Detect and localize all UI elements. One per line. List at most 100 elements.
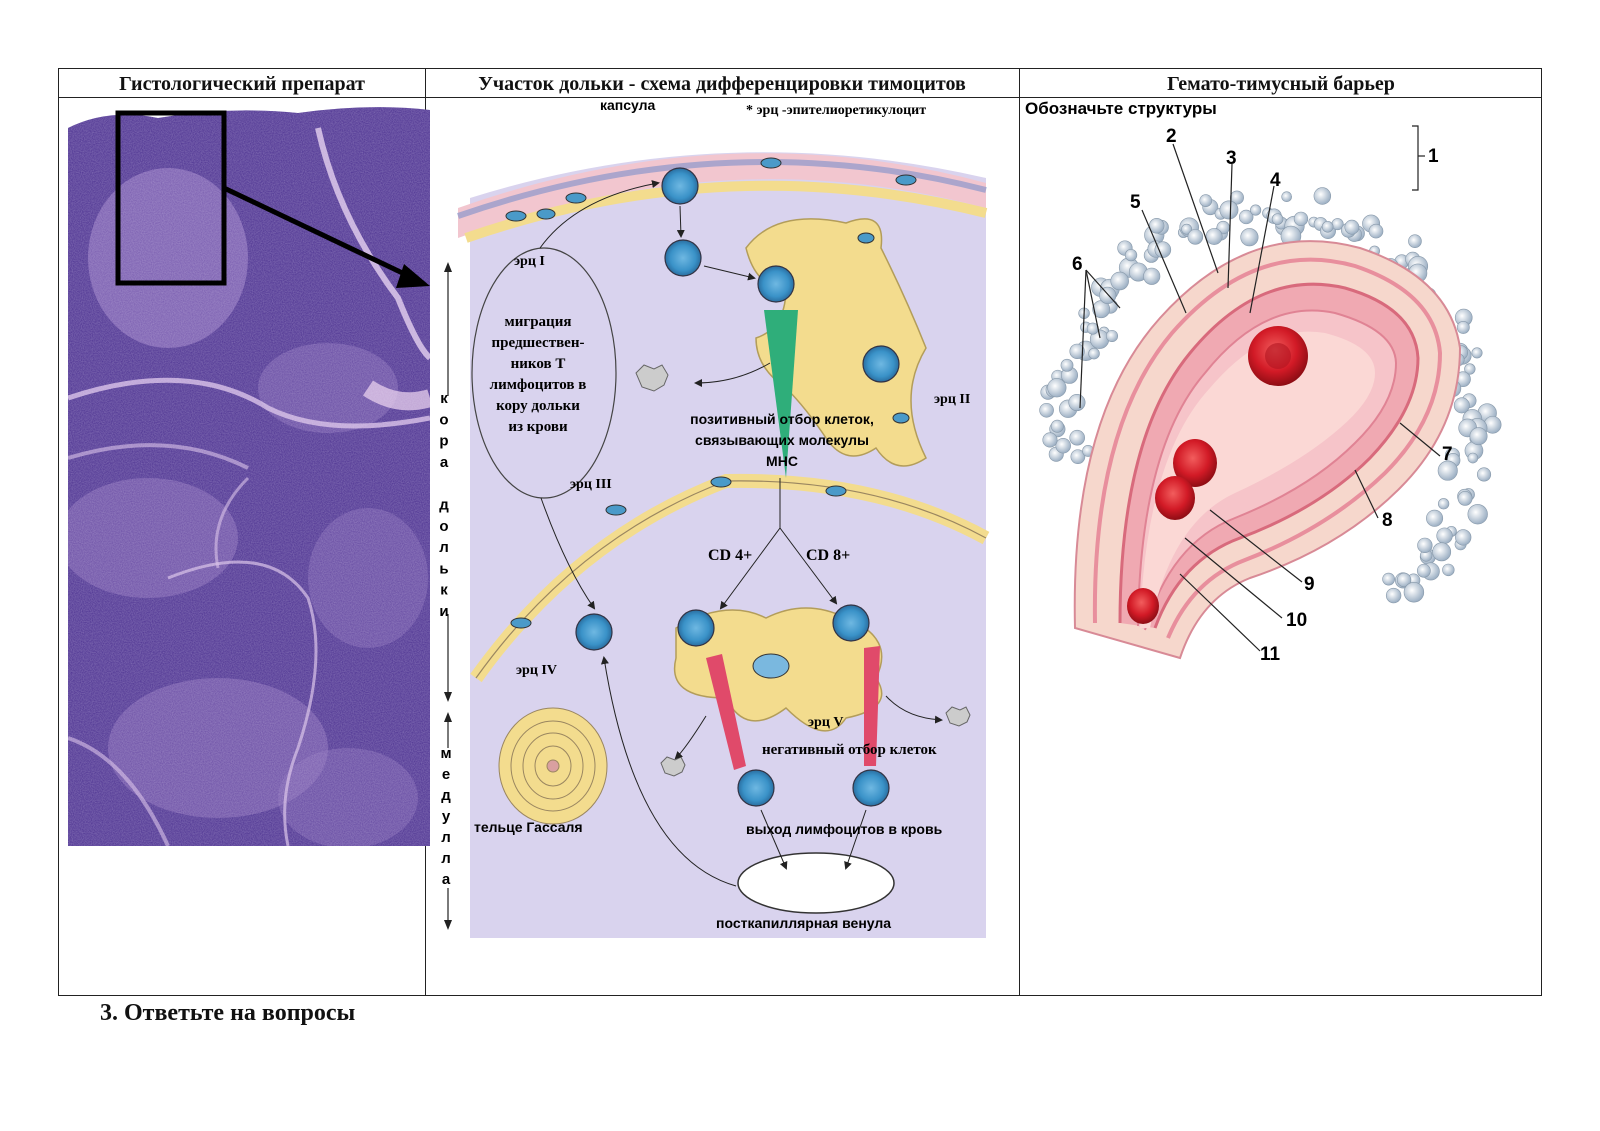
vertical-letter: у (442, 808, 451, 825)
lymphocyte-ball (1437, 498, 1450, 510)
lymphocyte-ball (1143, 267, 1161, 285)
lymphocyte-ball (1426, 509, 1444, 527)
venule-label: посткапиллярная венула (716, 915, 891, 931)
barrier-number-5: 5 (1130, 192, 1141, 213)
vertical-letter: а (442, 871, 451, 888)
lymphocyte (575, 613, 613, 651)
header-diagram: Участок дольки - схема дифференцировки т… (478, 73, 966, 95)
barrier-number-6: 6 (1072, 254, 1083, 275)
barrier-number-9: 9 (1304, 574, 1315, 595)
lymphocyte-ball (1313, 187, 1332, 205)
lymphocyte-ball (1047, 378, 1067, 398)
worksheet-table: Гистологический препарат Участок дольки … (58, 68, 1542, 996)
lymphocyte (677, 609, 715, 647)
lymphocyte-ball (1469, 427, 1488, 446)
erc5-label: эрц V (808, 715, 844, 730)
lymphocyte-ball (1396, 572, 1412, 588)
lymphocyte (852, 769, 890, 807)
negative-selection-arrow (864, 646, 880, 766)
lymphocyte-ball (1039, 402, 1054, 418)
lymphocyte-ball (1199, 194, 1213, 207)
barrier-number-1: 1 (1428, 146, 1439, 167)
lymphocyte-ball (1229, 190, 1244, 205)
lymphocyte-ball (1124, 248, 1138, 262)
header-divider (59, 97, 1541, 98)
lymphocyte-ball (1240, 228, 1259, 247)
migration-label: миграция предшествен- ников Т лимфоцитов… (490, 314, 587, 435)
lymphocyte-ball (1181, 223, 1193, 235)
cd4-label: CD 4+ (708, 547, 752, 564)
barrier-number-11: 11 (1260, 644, 1281, 665)
erc-note: * эрц -эпителиоретикулоцит (746, 103, 926, 118)
svg-text:позитивный отбор клеток,: позитивный отбор клеток, (690, 411, 874, 427)
lymphocyte-ball (1467, 452, 1479, 464)
barrier-instruction: Обозначьте структуры (1025, 99, 1217, 118)
erc4-label: эрц IV (516, 663, 557, 678)
lymphocyte-ball (1293, 211, 1309, 227)
svg-text:лимфоцитов в: лимфоцитов в (490, 377, 587, 393)
lymphocyte-ball (1368, 223, 1384, 239)
lymphocyte-ball (1417, 537, 1433, 554)
lymphocyte-ball (1281, 191, 1292, 202)
lymphocyte-ball (1437, 460, 1458, 481)
lymphocyte (757, 265, 795, 303)
hassal-corpuscle (498, 707, 608, 825)
lymphocyte-ball (1471, 347, 1483, 359)
positive-selection-label: позитивный отбор клеток, связывающих мол… (690, 411, 874, 469)
lymphocyte-ball (1069, 343, 1085, 359)
barrier-number-7: 7 (1442, 444, 1453, 465)
barrier-number-4: 4 (1270, 170, 1281, 191)
svg-text:связывающих молекулы: связывающих молекулы (695, 432, 869, 448)
erc3-label: эрц III (570, 477, 612, 492)
lymphocyte-ball (1344, 219, 1360, 235)
barrier-number-2: 2 (1166, 126, 1177, 147)
lymphocyte-ball (1205, 228, 1223, 245)
barrier-number-3: 3 (1226, 148, 1237, 169)
vertical-letter: л (441, 829, 451, 846)
column-divider (1019, 69, 1020, 995)
lymphocyte-ball (1455, 529, 1472, 546)
lymphocyte-ball (1154, 241, 1172, 258)
svg-text:из крови: из крови (508, 419, 568, 435)
erythrocyte (1155, 476, 1195, 520)
vertical-letter: о (439, 518, 448, 535)
lymphocyte (737, 769, 775, 807)
lymphocyte-ball (1050, 419, 1064, 433)
lymphocyte (862, 345, 900, 383)
lymphocyte-ball (1442, 563, 1455, 577)
header-barrier: Гемато-тимусный барьер (1167, 73, 1395, 95)
lymphocyte-ball (1467, 504, 1488, 525)
vertical-letter: л (441, 850, 451, 867)
vertical-letter: ь (439, 560, 448, 577)
postcapillary-venule (737, 852, 895, 914)
lymphocyte (661, 167, 699, 205)
lymphocyte-ball (1416, 563, 1431, 578)
lymphocyte-ball (1408, 234, 1422, 248)
lymphocyte-ball (1069, 429, 1085, 446)
negative-selection-arrow (706, 654, 746, 770)
svg-text:ников Т: ников Т (511, 356, 566, 372)
erythrocyte (1173, 439, 1217, 487)
exit-label: выход лимфоцитов в кровь (746, 821, 943, 837)
vertical-letter: д (441, 787, 451, 804)
migration-ellipse (471, 247, 617, 499)
thymocyte-diagram: капсула * эрц -эпителиоретикулоцит эрц I… (439, 98, 990, 938)
vertical-letter: а (440, 454, 449, 471)
hassal-label: тельце Гассаля (474, 819, 583, 835)
svg-text:предшествен-: предшествен- (492, 335, 585, 351)
negative-selection-label: негативный отбор клеток (762, 742, 937, 758)
histology-micrograph (68, 107, 430, 846)
svg-text:кору дольки: кору дольки (496, 398, 580, 414)
vertical-letter: л (439, 539, 449, 556)
lymphocyte-ball (1238, 209, 1254, 225)
lymphocyte-ball (1464, 363, 1476, 375)
vertical-letter: р (439, 433, 448, 450)
vertical-letter: к (440, 390, 448, 407)
lymphocyte-ball (1457, 490, 1473, 506)
barrier-number-8: 8 (1382, 510, 1393, 531)
arrow-icon (396, 264, 430, 288)
positive-selection-arrow (764, 310, 798, 478)
